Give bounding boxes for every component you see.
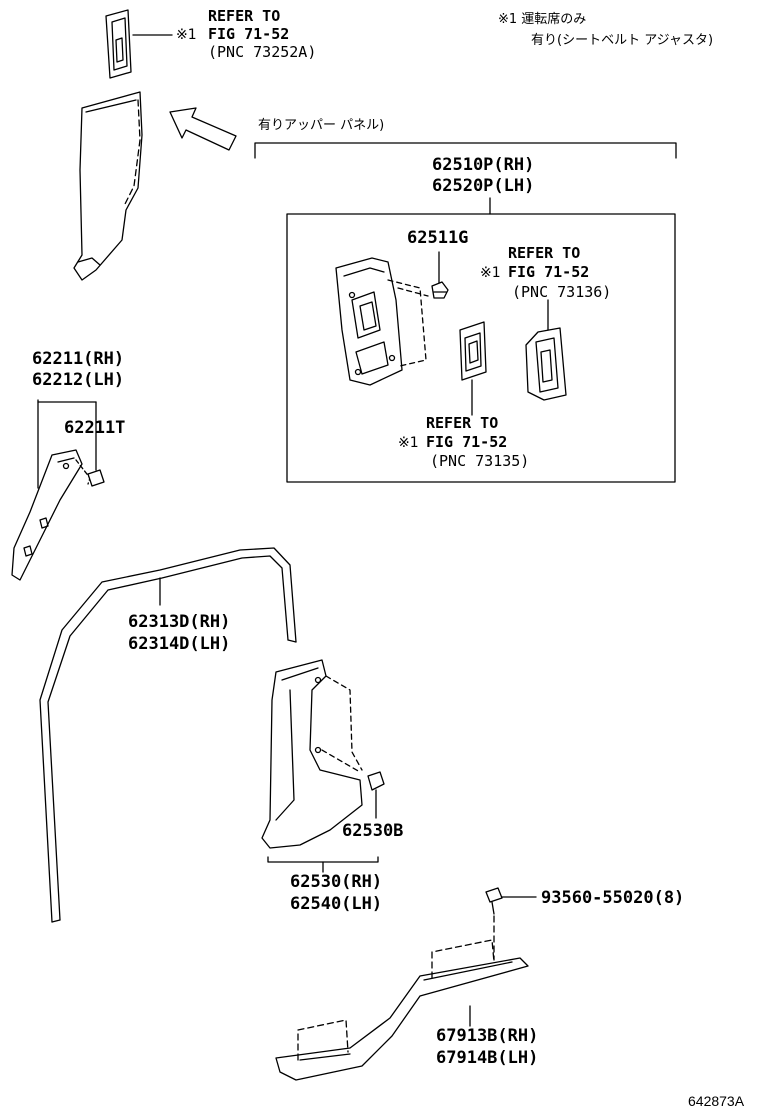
door-opening-trim-weatherstrip (39, 547, 297, 923)
upper-panel-box (286, 213, 676, 483)
note-driver-seat-only: ※1 運転席のみ (498, 12, 587, 27)
cover-73136 (525, 299, 567, 401)
front-pillar-garnish (11, 399, 105, 581)
part-62530b: 62530B (342, 821, 404, 841)
part-67913b-rh: 67913B(RH) (436, 1026, 539, 1046)
part-62510p-rh: 62510P(RH) (432, 155, 535, 175)
clip-62511g (431, 251, 449, 299)
ref-bottom-line2: FIG 71-52 (426, 433, 508, 451)
ref-right-line1: REFER TO (508, 244, 581, 262)
note-seatbelt-adjuster: 有り(シートベルト アジャスタ) (531, 33, 714, 48)
seatbelt-adjuster-cover-top (105, 9, 132, 79)
upper-pillar-panel (73, 91, 143, 281)
ref-bottom-line3: (PNC 73135) (430, 452, 530, 470)
part-62313d-rh: 62313D(RH) (128, 612, 231, 632)
part-62540-lh: 62540(LH) (290, 894, 383, 914)
part-62520p-lh: 62520P(LH) (432, 176, 535, 196)
part-62212-lh: 62212(LH) (32, 370, 125, 390)
part-62211t: 62211T (64, 418, 126, 438)
part-93560-55020: 93560-55020(8) (541, 888, 685, 908)
ref-top-line3: (PNC 73252A) (208, 43, 317, 61)
ref-right-line2: FIG 71-52 (508, 263, 590, 281)
bracket-upper-panel (254, 142, 677, 159)
part-62314d-lh: 62314D(LH) (128, 634, 231, 654)
ref-right-mark: ※1 (480, 265, 501, 281)
ref-top-line2: FIG 71-52 (208, 25, 290, 43)
bracket-62530 (267, 856, 379, 863)
part-62211-rh: 62211(RH) (32, 349, 125, 369)
ref-bottom-mark: ※1 (398, 435, 419, 451)
ref-right-line3: (PNC 73136) (512, 283, 612, 301)
cover-73135 (459, 321, 487, 416)
scuff-plate (275, 939, 529, 1081)
ref-bottom-line1: REFER TO (426, 414, 499, 432)
note-upper-panel: 有りアッパー パネル) (258, 118, 385, 133)
ref-top-line1: REFER TO (208, 7, 281, 25)
part-62530-rh: 62530(RH) (290, 872, 383, 892)
center-pillar-lower-garnish (261, 659, 385, 849)
diagram-code: 642873A (688, 1093, 745, 1109)
upper-panel-assembly (335, 257, 429, 386)
direction-arrow (169, 107, 237, 151)
part-67914b-lh: 67914B(LH) (436, 1048, 539, 1068)
screw-93560 (485, 887, 537, 961)
part-62511g: 62511G (407, 228, 469, 248)
ref-top-mark: ※1 (176, 27, 197, 43)
